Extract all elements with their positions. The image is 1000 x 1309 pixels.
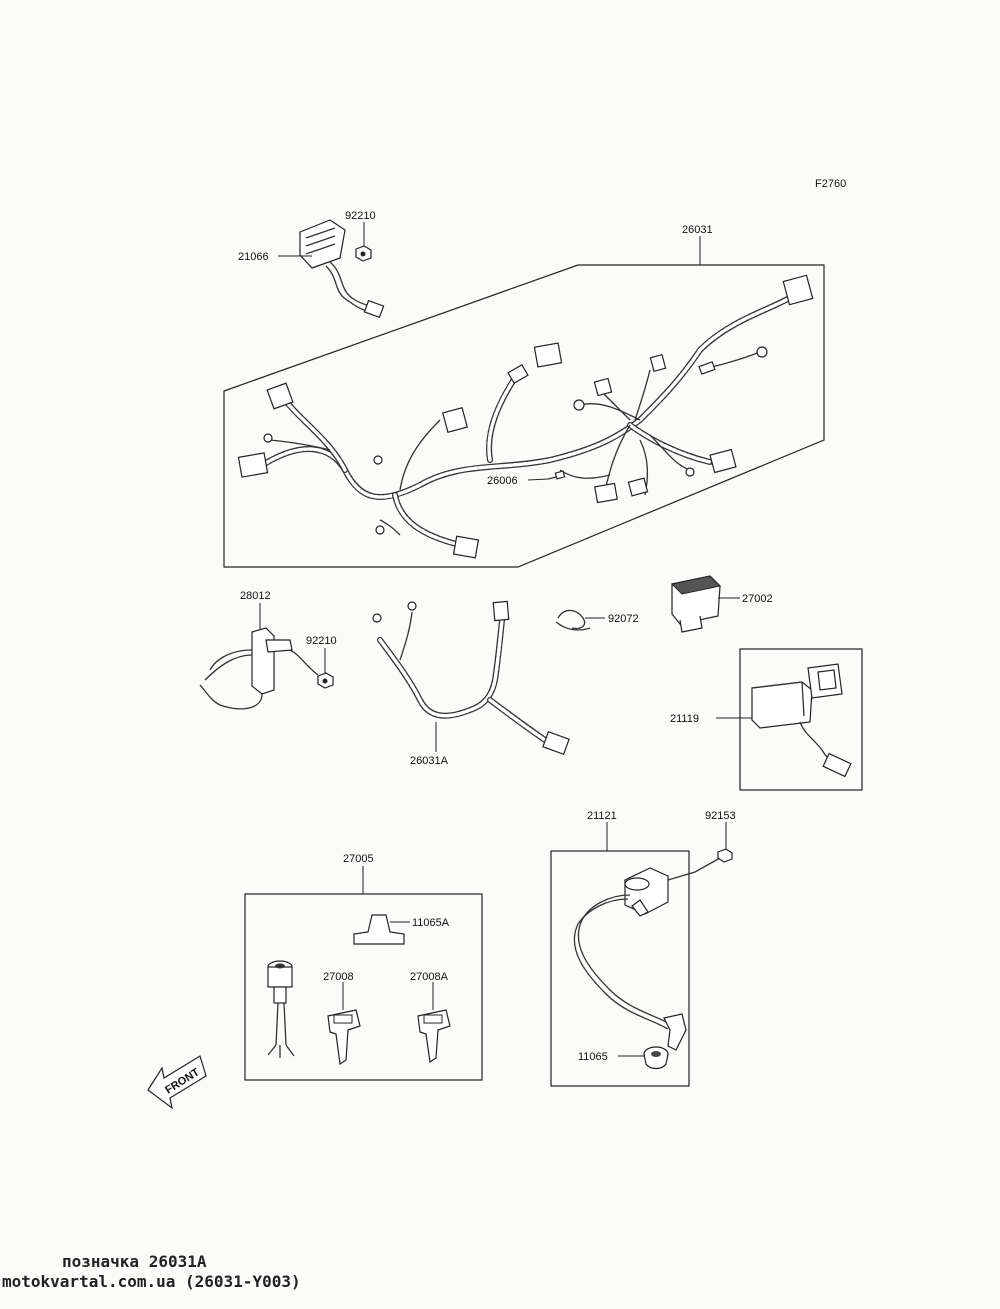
- label-26006: 26006: [487, 475, 518, 487]
- label-27002: 27002: [742, 593, 773, 605]
- key-27008: [327, 1009, 361, 1066]
- nut-92210-top: [355, 245, 372, 262]
- footer-source: motokvartal.com.ua (26031-Y003): [2, 1272, 301, 1291]
- label-11065: 11065: [578, 1051, 608, 1063]
- key-27008A: [417, 1009, 451, 1064]
- harness-26031-frame: [223, 264, 825, 568]
- label-27005: 27005: [343, 853, 374, 865]
- harness-connectors: [237, 274, 814, 559]
- figure-code: F2760: [815, 178, 846, 190]
- cap-11065: [643, 1046, 669, 1070]
- footer-note: позначка 26031A: [62, 1252, 207, 1271]
- clamp-92072: [555, 609, 591, 631]
- label-11065A: 11065A: [412, 917, 450, 929]
- bolt-92153: [717, 848, 733, 863]
- label-21066: 21066: [238, 251, 269, 263]
- cdi-unit-21119: [751, 663, 852, 778]
- cap-11065A: [353, 914, 405, 945]
- label-92072: 92072: [608, 613, 639, 625]
- front-arrow-icon: FRONT: [147, 1055, 207, 1110]
- label-21121: 21121: [587, 810, 617, 822]
- flasher-27002: [670, 575, 722, 633]
- label-27008A: 27008A: [410, 971, 449, 983]
- label-21119: 21119: [670, 713, 699, 725]
- ignition-switch: [267, 960, 295, 1058]
- label-27008: 27008: [323, 971, 354, 983]
- box-21119: [739, 648, 863, 791]
- label-26031: 26031: [682, 224, 713, 236]
- label-26031A: 26031A: [410, 755, 449, 767]
- sub-harness-26031A: [372, 600, 570, 756]
- label-92153: 92153: [705, 810, 736, 822]
- label-92210-top: 92210: [345, 210, 376, 222]
- connector-26006: [547, 470, 566, 480]
- box-21121: [550, 850, 690, 1087]
- label-28012: 28012: [240, 590, 271, 602]
- nut-92210-mid: [317, 672, 334, 689]
- relay-28012: [199, 627, 319, 710]
- ignition-coil-21121: [573, 857, 721, 1051]
- label-92210-mid: 92210: [306, 635, 337, 647]
- main-wiring-harness: [255, 292, 798, 548]
- regulator-21066: [299, 219, 385, 319]
